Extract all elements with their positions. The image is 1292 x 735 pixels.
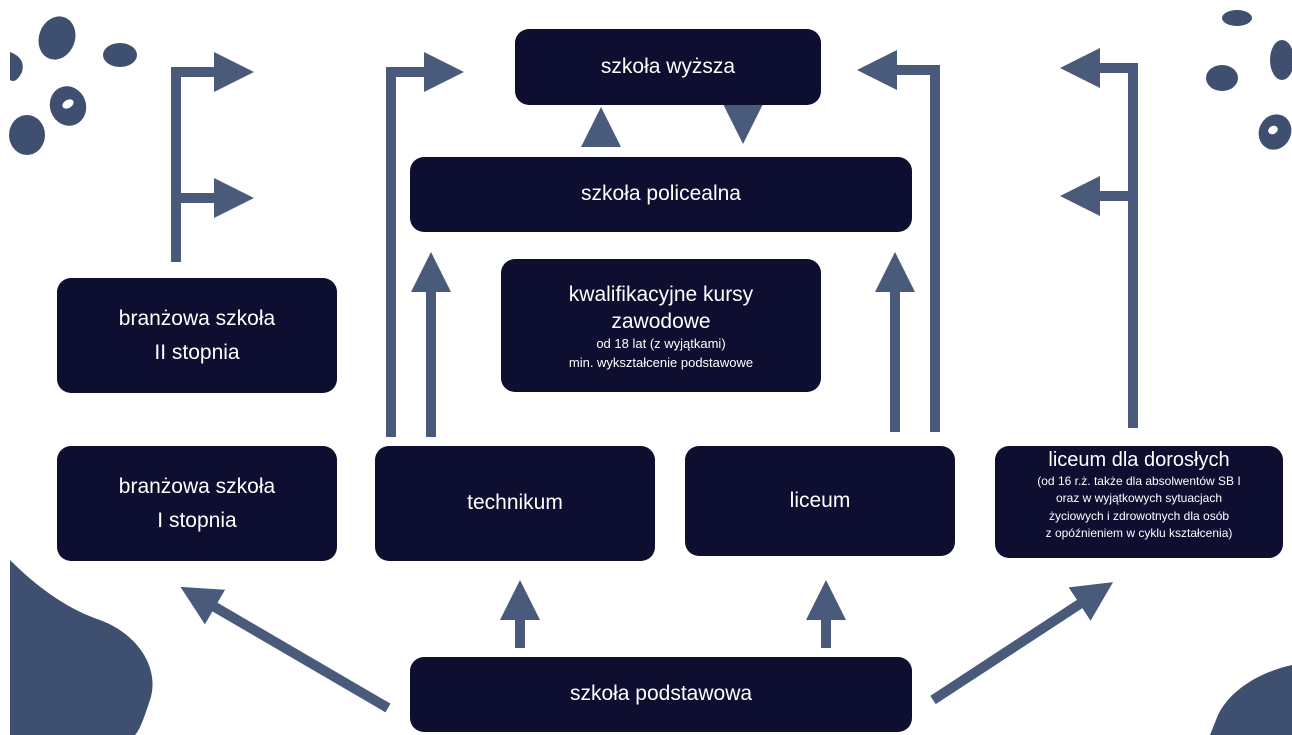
box-kwalifikacyjne-kursy: kwalifikacyjne kursy zawodowe od 18 lat … — [501, 259, 821, 392]
decor-blob — [1270, 40, 1292, 80]
box-label: zawodowe — [611, 309, 711, 333]
box-label: branżowa szkoła — [118, 474, 276, 498]
box-label: kwalifikacyjne kursy — [568, 283, 754, 307]
box-szkola-podstawowa: szkoła podstawowa — [410, 657, 912, 732]
box-label: szkoła policealna — [581, 182, 741, 206]
box-liceum: liceum — [685, 446, 955, 556]
box-branzowa-1-stopnia: branżowa szkoła I stopnia — [57, 446, 337, 561]
box-label: szkoła wyższa — [600, 54, 736, 78]
box-note: min. wykształcenie podstawowe — [568, 354, 754, 370]
box-label: liceum dla dorosłych — [1048, 449, 1230, 471]
box-note: (od 16 r.ż. także dla absolwentów SB I — [1037, 474, 1241, 488]
arrow-liceum-to-wyzsza — [857, 50, 940, 432]
arrow-podstawowa-to-lo-doroslych — [930, 582, 1114, 705]
box-note: oraz w wyjątkowych sytuacjach — [1055, 491, 1223, 506]
arrow-technikum-to-wyzsza — [386, 52, 464, 437]
box-szkola-wyzsza: szkoła wyższa — [515, 29, 821, 105]
decor-blob — [1206, 65, 1238, 91]
decor-blob — [10, 52, 23, 81]
box-szkola-policealna: szkoła policealna — [410, 157, 912, 232]
decor-blob — [38, 16, 76, 60]
decor-wave-right — [1210, 665, 1292, 735]
box-label: I stopnia — [157, 508, 237, 532]
box-label: technikum — [467, 491, 563, 515]
box-label: szkoła podstawowa — [569, 682, 753, 706]
box-technikum: technikum — [375, 446, 655, 561]
decor-blob — [1222, 10, 1252, 26]
box-liceum-dla-doroslych: liceum dla dorosłych (od 16 r.ż. także d… — [995, 446, 1283, 558]
arrow-podstawowa-to-branzowa1 — [180, 586, 391, 713]
decor-blob — [9, 115, 45, 155]
decor-blob — [103, 43, 137, 67]
box-note: z opóźnieniem w cyklu kształcenia) — [1045, 526, 1233, 541]
decor-wave-left — [10, 560, 153, 735]
box-label: branżowa szkoła — [118, 306, 276, 330]
box-label: liceum — [789, 488, 851, 512]
box-branzowa-2-stopnia: branżowa szkoła II stopnia — [57, 278, 337, 393]
box-note: życiowych i zdrowotnych dla osób — [1048, 508, 1230, 523]
box-note: od 18 lat (z wyjątkami) — [596, 335, 726, 351]
box-label: II stopnia — [154, 340, 240, 364]
